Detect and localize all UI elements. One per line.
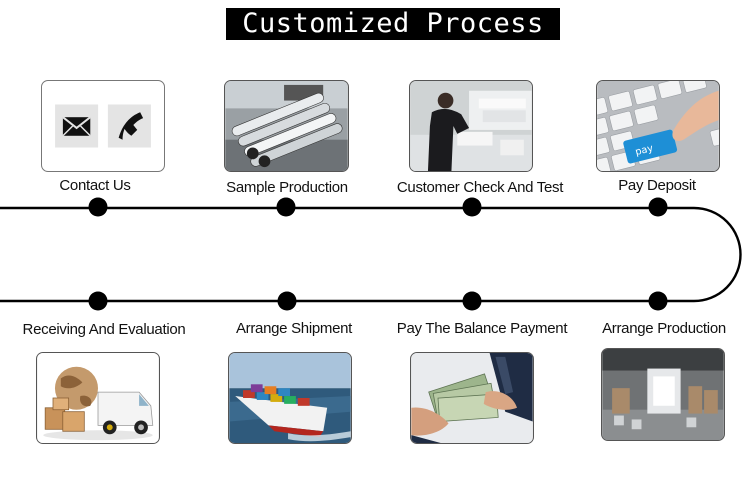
step-label-contact-us: Contact Us	[59, 177, 131, 194]
timeline-line	[0, 206, 742, 303]
contact-icons	[55, 104, 151, 148]
sample-production-image	[224, 80, 349, 172]
step-dot-4	[648, 197, 668, 217]
step-dot-7	[277, 291, 297, 311]
page-title: Customized Process	[226, 8, 560, 40]
keyboard-pay-key-photo: pay	[597, 81, 719, 171]
step-dot-2	[276, 197, 296, 217]
envelope-icon	[62, 116, 91, 137]
step-dot-6	[462, 291, 482, 311]
step-label-pay-balance: Pay The Balance Payment	[396, 320, 568, 337]
step-label-pay-deposit: Pay Deposit	[618, 177, 696, 194]
worker-figure	[427, 92, 470, 171]
container-ship-photo	[229, 353, 351, 443]
banknotes	[428, 373, 499, 422]
worker-checking-goods-photo	[410, 81, 532, 171]
hand-right	[483, 391, 517, 410]
van	[97, 391, 154, 435]
step-dot-1	[88, 197, 108, 217]
step-label-receiving: Receiving And Evaluation	[22, 321, 186, 338]
step-dot-8	[88, 291, 108, 311]
hand-left	[411, 407, 449, 436]
receiving-evaluation-image	[36, 352, 160, 444]
arrange-production-image	[601, 348, 725, 441]
arrange-shipment-image	[228, 352, 352, 444]
customer-check-image	[409, 80, 533, 172]
pay-key-text: pay	[634, 143, 654, 158]
globe-boxes-van-photo	[37, 353, 159, 443]
step-dot-3	[462, 197, 482, 217]
step-dot-5	[648, 291, 668, 311]
pay-key	[623, 129, 678, 164]
boxes	[44, 397, 85, 432]
step-label-arrange-production: Arrange Production	[602, 320, 726, 337]
production-workshop-photo	[602, 349, 724, 440]
phone-icon	[118, 112, 144, 140]
step-label-sample-production: Sample Production	[226, 179, 348, 196]
contact-us-image	[41, 80, 165, 172]
step-label-customer-check: Customer Check And Test	[396, 179, 564, 196]
pay-deposit-image: pay	[596, 80, 720, 172]
pay-balance-image	[410, 352, 534, 444]
steel-pipes-factory-photo	[225, 81, 348, 171]
hands-with-money-photo	[411, 353, 533, 443]
step-label-arrange-shipment: Arrange Shipment	[235, 320, 353, 337]
containers	[243, 384, 310, 406]
finger	[672, 90, 719, 141]
